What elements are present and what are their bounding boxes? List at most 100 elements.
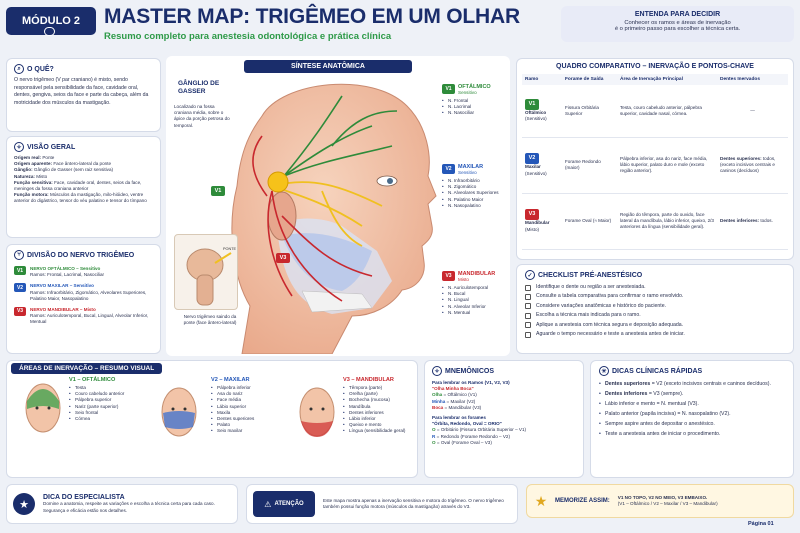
- v3-branch-item: N. Bucal: [442, 291, 508, 297]
- atencao-box: ⚠ ATENÇÃO Este mapa mostra apenas a iner…: [246, 484, 518, 524]
- area-item: Mandíbula: [343, 404, 417, 410]
- divisao-title: DIVISÃO DO NERVO TRIGÊMEO: [27, 251, 135, 259]
- area-item: Seio maxilar: [211, 428, 287, 434]
- visao-item: Origem real: Ponte: [14, 155, 55, 160]
- decide-text-2: é o primeiro passo para escolher a técni…: [614, 26, 741, 32]
- v3-branch-item: N. Lingual: [442, 297, 508, 303]
- area-item: Córnea: [69, 416, 145, 422]
- checklist-item[interactable]: Considere variações anatômicas e históri…: [525, 303, 785, 310]
- dica-especialista: ★ DICA DO ESPECIALISTA Domine a anatomia…: [6, 484, 238, 524]
- clipboard-icon: ✓: [525, 270, 535, 280]
- mnemonic-line: Minha = Maxilar (V2): [432, 398, 476, 404]
- checkbox[interactable]: [525, 303, 531, 310]
- decide-title: ENTENDA PARA DECIDIR: [634, 11, 721, 18]
- quadro-title: QUADRO COMPARATIVO – INERVAÇÃO E PONTOS-…: [556, 63, 754, 70]
- area-item: Testa: [69, 385, 145, 391]
- quadro-card: QUADRO COMPARATIVO – INERVAÇÃO E PONTOS-…: [516, 58, 794, 260]
- page-number: Página 01: [748, 521, 774, 527]
- table-header: Forame de Saída: [562, 74, 617, 85]
- memo-text-2: (V1 – Oftálmico / V2 – Maxilar / V3 – Ma…: [617, 501, 718, 506]
- v2-branch-item: N. Nasopalatino: [442, 203, 508, 209]
- ponte-label: PONTE: [223, 247, 237, 251]
- visao-item: Natureza: Misto: [14, 173, 48, 179]
- areas-title: ÁREAS DE INERVAÇÃO – RESUMO VISUAL: [11, 363, 163, 374]
- v3-marker: V3: [276, 253, 290, 263]
- checkbox[interactable]: [525, 331, 531, 338]
- module-label: MÓDULO 2: [21, 15, 81, 27]
- face-v3-illustration: [299, 387, 335, 437]
- v3-branch-item: N. Alveolar Inferior: [442, 304, 508, 310]
- atencao-label: ⚠ ATENÇÃO: [253, 491, 315, 517]
- nervo-caption: Nervo trigêmeo saindo da ponte (face ânt…: [183, 314, 237, 326]
- area-item: Bochecha (mucosa): [343, 397, 417, 403]
- dica-item: Palato anterior (papila incisiva) = N. n…: [599, 411, 785, 418]
- checkbox[interactable]: [525, 322, 531, 329]
- memo-text-1: V1 NO TOPO, V2 NO MEIO, V3 EMBAIXO.: [617, 494, 708, 500]
- checkbox[interactable]: [525, 293, 531, 300]
- area-item: Face média: [211, 397, 287, 403]
- v3-branch-item: N. Mentual: [442, 310, 508, 316]
- oque-card: ⌕O QUÊ? O nervo trigêmeo (V par craniano…: [6, 58, 161, 132]
- brain-icon: ✧: [14, 142, 24, 152]
- page-subtitle: Resumo completo para anestesia odontológ…: [104, 31, 392, 42]
- table-header: Dentes Inervados: [717, 74, 788, 85]
- dica-item: Sempre aspire antes de depositar o anest…: [599, 421, 785, 428]
- checklist-card: ✓CHECKLIST PRÉ-ANESTÉSICO Identifique o …: [516, 264, 794, 354]
- v2-branch-item: N. Zigomático: [442, 184, 508, 190]
- checklist-item[interactable]: Aguarde o tempo necessário e teste a ane…: [525, 331, 785, 338]
- checkbox[interactable]: [525, 312, 531, 319]
- visao-card: ✧VISÃO GERAL Origem real: Ponte Origem a…: [6, 136, 161, 238]
- area-item: Palato: [211, 422, 287, 428]
- visao-item: Gânglio: Gânglio de Gasser (sem raiz sen…: [14, 167, 114, 173]
- areas-v2-col: V2 – MAXILAR Pálpebra inferior Asa do na…: [211, 377, 287, 435]
- checklist-item[interactable]: Aplique a anestesia com técnica segura e…: [525, 322, 785, 329]
- visao-title: VISÃO GERAL: [27, 143, 76, 151]
- v2-branch-item: N. Infraorbitário: [442, 178, 508, 184]
- brainstem-illustration: [186, 248, 232, 306]
- dica-item: Dentes inferiores = V3 (sempre).: [599, 391, 785, 398]
- mnemonic-sub: Para lembrar os forames: [432, 414, 486, 420]
- checklist-item[interactable]: Identifique o dente ou região a ser anes…: [525, 284, 785, 291]
- mnemonic-line: O = Oval (Forame Oval – V3): [432, 439, 492, 445]
- brain-icon: ✧: [432, 366, 442, 376]
- v2-branch-item: N. Palatino Maior: [442, 197, 508, 203]
- mnemonic-quote: "Órbita, Redondo, Oval = ORIO": [432, 421, 502, 427]
- checkbox[interactable]: [525, 284, 531, 291]
- mnemonicos-card: ✧MNEMÔNICOS Para lembrar os Ramos (V1, V…: [424, 360, 584, 478]
- visao-item: Função motora: Músculos da mastigação, m…: [14, 192, 147, 204]
- area-item: Lábio inferior: [343, 416, 417, 422]
- face-v1-illustration: [25, 383, 61, 433]
- mnemonic-line: Olha = Oftálmico (V1): [432, 392, 477, 398]
- sintese-panel: SÍNTESE ANATÔMICA GÂNGLIO DE GASSER Loca…: [166, 56, 510, 356]
- area-item: Pálpebra superior: [69, 397, 145, 403]
- brain-icon: [44, 27, 55, 36]
- oque-title: O QUÊ?: [27, 65, 54, 73]
- checklist-item[interactable]: Escolha a técnica mais indicada para o r…: [525, 312, 785, 319]
- star-icon: ★: [13, 493, 35, 515]
- v1-branch-item: N. Frontal: [442, 98, 508, 104]
- dicas-card: ☀DICAS CLÍNICAS RÁPIDAS Dentes superiore…: [590, 360, 794, 478]
- star-icon: ★: [534, 492, 548, 509]
- oque-text: O nervo trigêmeo (V par craniano) é mist…: [14, 77, 149, 106]
- decide-box: ENTENDA PARA DECIDIR Conhecer os ramos e…: [561, 6, 794, 42]
- quadro-table: Ramo Forame de Saída Área de Inervação P…: [522, 74, 788, 250]
- checklist-item[interactable]: Consulte a tabela comparativa para confi…: [525, 293, 785, 300]
- area-item: Asa do nariz: [211, 391, 287, 397]
- dica-item: Dentes superiores = V2 (exceto incisivos…: [599, 381, 785, 388]
- area-item: Dentes superiores: [211, 416, 287, 422]
- decide-text-1: Conhecer os ramos e áreas de inervação: [624, 20, 731, 26]
- v1-branch-item: N. Lacrimal: [442, 104, 508, 110]
- mnemonic-line: O = Orbitário (Fissura Orbitária Superio…: [432, 427, 527, 433]
- mnemonic-line: R = Redondo (Forame Redondo – V2): [432, 433, 511, 439]
- dicas-title: DICAS CLÍNICAS RÁPIDAS: [612, 367, 703, 375]
- visao-item: Origem aparente: Face ântero-lateral da …: [14, 161, 112, 167]
- ganglio-desc: Localizado na fossa craniana média, sobr…: [174, 104, 230, 128]
- memorize-box: ★ MEMORIZE ASSIM: V1 NO TOPO, V2 NO MEIO…: [526, 484, 794, 518]
- table-header: Ramo: [522, 74, 562, 85]
